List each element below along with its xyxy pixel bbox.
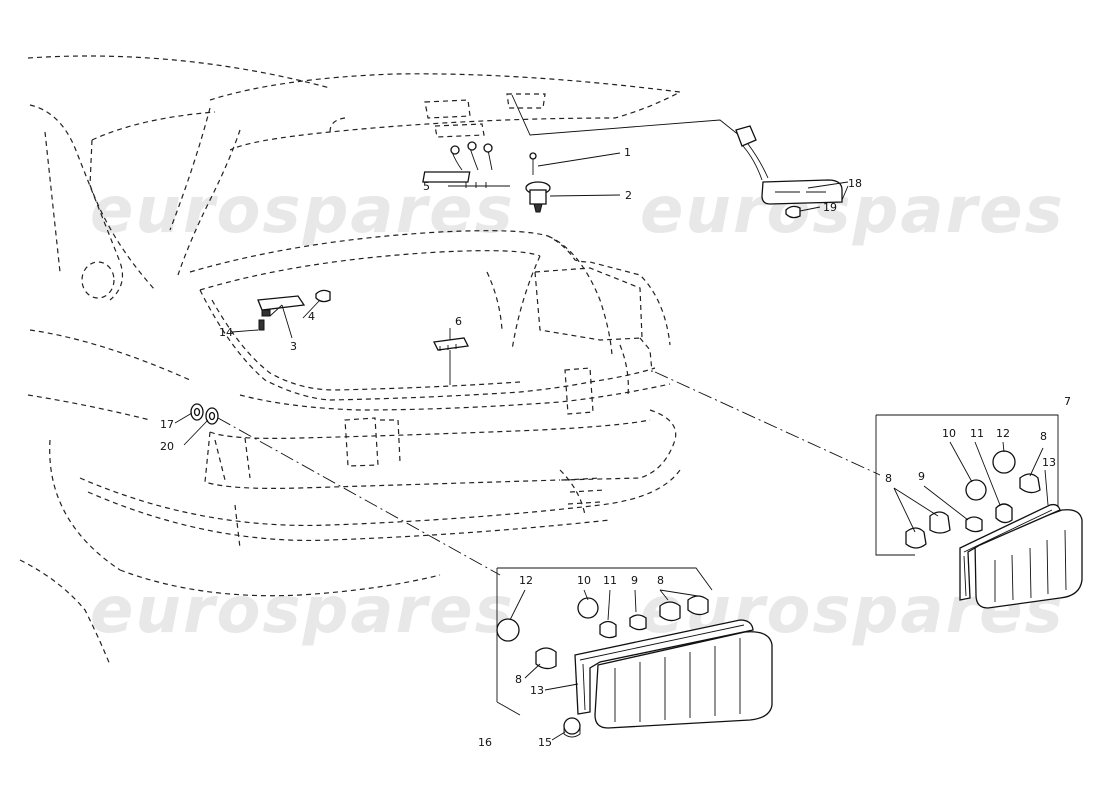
callout-20: 20 xyxy=(160,440,174,453)
callout-3: 3 xyxy=(290,340,297,353)
callout-16: 16 xyxy=(478,736,492,749)
part-4-bulb xyxy=(315,289,331,303)
left-bulb-11 xyxy=(599,620,617,639)
callout-8-left-b: 8 xyxy=(657,574,664,587)
callout-9-left: 9 xyxy=(631,574,638,587)
part-3-trunk-lamp-housing xyxy=(257,295,306,317)
callout-1: 1 xyxy=(624,146,631,159)
right-bulb-10 xyxy=(965,479,987,501)
callout-4: 4 xyxy=(308,310,315,323)
left-bulb-8a xyxy=(535,647,557,670)
car-rear-outline xyxy=(19,55,682,666)
callout-8-left-a: 8 xyxy=(515,673,522,686)
callout-12-left: 12 xyxy=(519,574,533,587)
callout-9-right: 9 xyxy=(918,470,925,483)
right-bulb-8c xyxy=(1019,473,1041,494)
part-20-grommet xyxy=(205,407,219,425)
callout-7: 7 xyxy=(1064,395,1071,408)
part-5-connector-block xyxy=(422,141,493,188)
callout-labels: 1 2 3 4 5 6 7 8 8 8 8 9 9 10 10 11 11 12… xyxy=(160,146,1071,749)
left-bulb-8b xyxy=(659,601,681,622)
part-1-screw xyxy=(529,152,537,175)
callout-18: 18 xyxy=(848,177,862,190)
callout-17: 17 xyxy=(160,418,174,431)
right-bulb-8a xyxy=(905,527,927,549)
part-19-bulb xyxy=(785,205,801,219)
callout-11-right: 11 xyxy=(970,427,984,440)
part-15-cap xyxy=(563,717,581,738)
part-2-lock-latch xyxy=(525,181,551,213)
left-tail-lamp-assembly xyxy=(217,417,773,729)
callout-8-right-b: 8 xyxy=(1040,430,1047,443)
callout-10-left: 10 xyxy=(577,574,591,587)
watermark-text-top-right: eurospares xyxy=(640,174,1065,248)
right-bulb-11 xyxy=(995,503,1013,524)
right-bulb-8b xyxy=(929,511,951,534)
watermark-text-bottom-left: eurospares xyxy=(90,574,515,648)
callout-10-right: 10 xyxy=(942,427,956,440)
watermark-text-top-left: eurospares xyxy=(90,174,515,248)
right-bulb-9 xyxy=(965,516,983,533)
left-bulb-12 xyxy=(496,618,520,642)
part-17-grommet xyxy=(190,403,204,421)
callout-15: 15 xyxy=(538,736,552,749)
callout-6: 6 xyxy=(455,315,462,328)
callout-11-left: 11 xyxy=(603,574,617,587)
callout-2: 2 xyxy=(625,189,632,202)
left-bulb-9 xyxy=(629,614,647,631)
left-bulb-10 xyxy=(577,597,599,619)
callout-12-right: 12 xyxy=(996,427,1010,440)
right-tail-lamp-assembly xyxy=(654,371,1083,609)
right-bulb-12 xyxy=(992,450,1016,474)
callout-13-right: 13 xyxy=(1042,456,1056,469)
part-14-screw xyxy=(258,319,265,331)
callout-13-left: 13 xyxy=(530,684,544,697)
callout-5: 5 xyxy=(423,180,430,193)
callout-14: 14 xyxy=(219,326,233,339)
callout-8-right-a: 8 xyxy=(885,472,892,485)
leader-lines xyxy=(174,152,1049,741)
left-bulb-8c xyxy=(687,595,709,616)
callout-19: 19 xyxy=(823,201,837,214)
part-6-plate-light xyxy=(433,337,469,351)
